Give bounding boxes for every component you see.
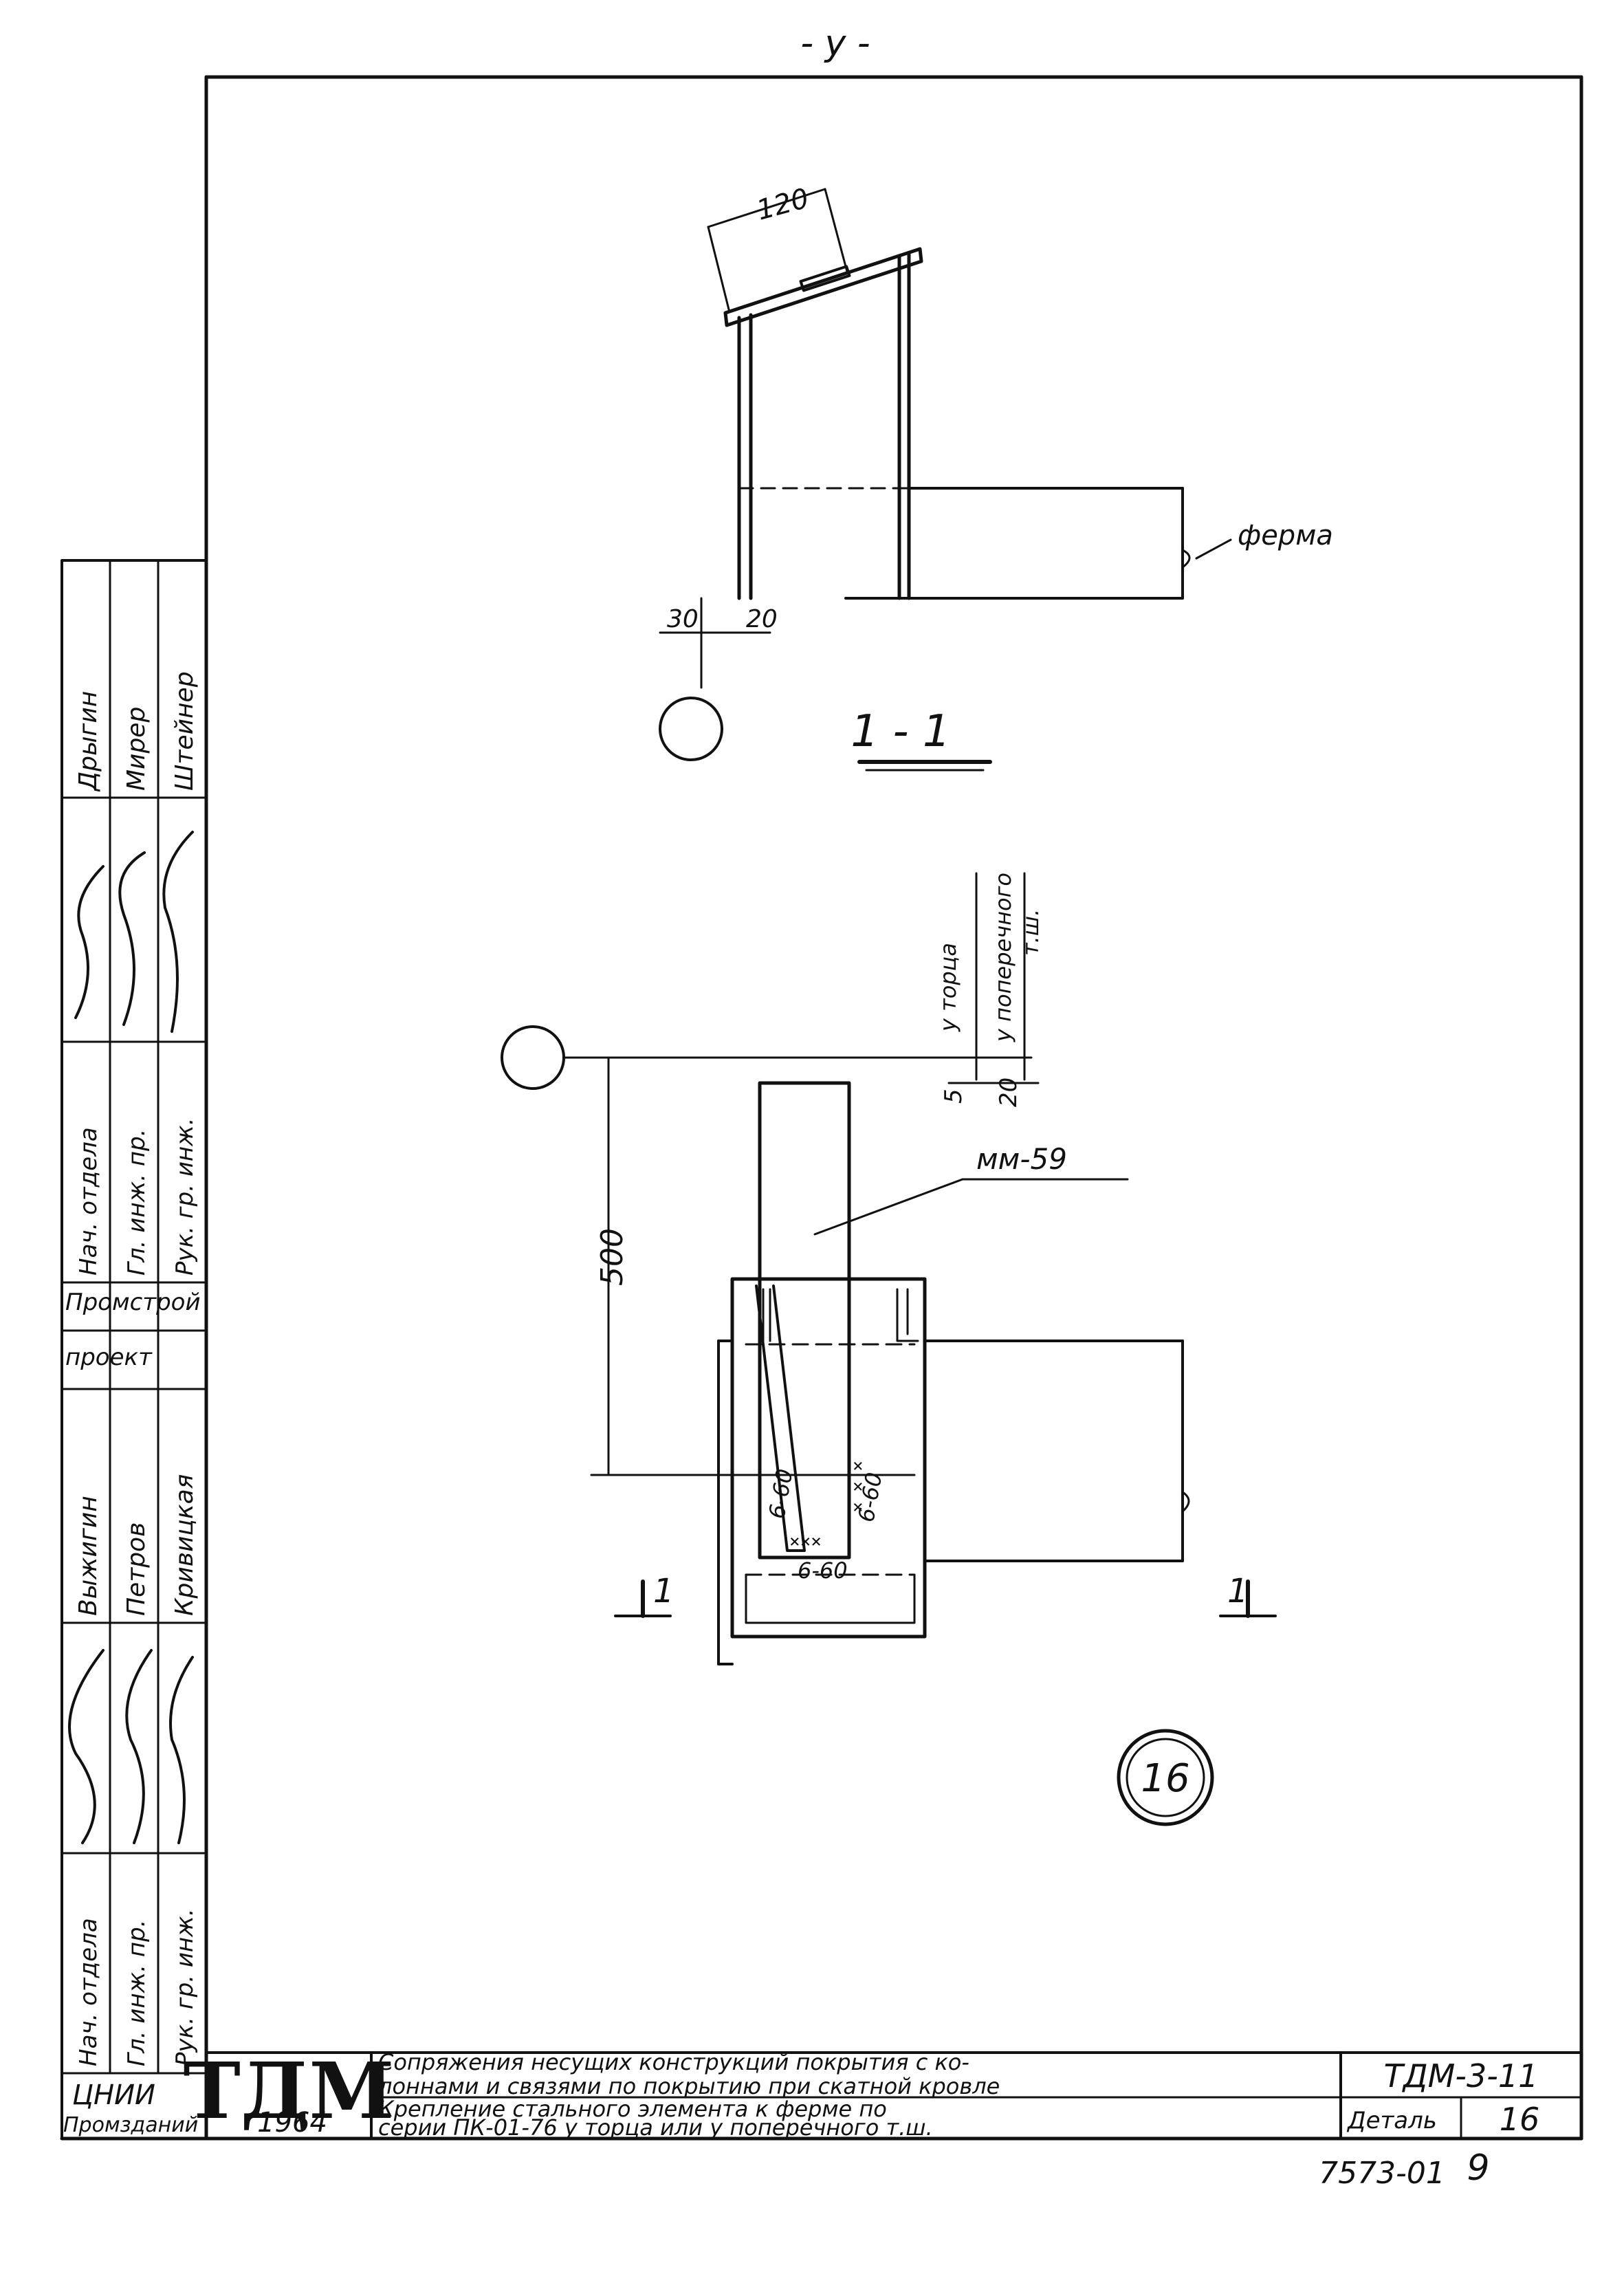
cut-mark-right: 1	[1227, 1572, 1249, 1610]
top-name-3: Штейнер	[171, 671, 199, 791]
cut-mark-left: 1	[653, 1572, 674, 1610]
subtitle-line2: серии ПК-01-76 у торца или у поперечного…	[378, 2114, 933, 2141]
top-name-2: Мирер	[122, 707, 151, 791]
bottom-name-1: Выжигин	[74, 1496, 102, 1616]
institute-1: ЦНИИ	[72, 2079, 155, 2111]
dim-height: 500	[595, 1228, 630, 1286]
dim-right: 20	[746, 605, 778, 633]
org-top: Промстрой	[65, 1289, 201, 1316]
subtitle-line1: Крепление стального элемента к ферме по	[378, 2096, 887, 2122]
top-role-1: Нач. отдела	[75, 1127, 102, 1276]
main-frame	[60, 75, 1583, 2141]
top-role-3: Рук. гр. инж.	[171, 1117, 199, 1276]
logo: ТДМ	[184, 2046, 395, 2136]
year: 1964	[257, 2107, 327, 2139]
detail-badge: 16	[1117, 1729, 1214, 1826]
dim-left: 30	[667, 605, 699, 633]
drawing-code: ТДМ-3-11	[1384, 2057, 1539, 2095]
weld-bottom: 6-60	[798, 1557, 848, 1584]
svg-text:×: ×	[853, 1456, 864, 1476]
top-role-2: Гл. инж. пр.	[123, 1129, 151, 1276]
dim-b: 20	[995, 1078, 1022, 1107]
dim-top: 120	[754, 182, 813, 226]
vertical-label-3: т.ш.	[1018, 909, 1044, 956]
element-label: мм-59	[976, 1142, 1067, 1176]
dim-a: 5	[940, 1089, 967, 1104]
archive-number: 7573-01	[1319, 2156, 1445, 2191]
section-mark: 1 - 1	[851, 706, 992, 772]
org-bottom: проект	[65, 1344, 153, 1371]
svg-text:×××: ×××	[789, 1531, 822, 1552]
bottom-name-3: Кривицкая	[171, 1474, 199, 1616]
title-line1: Сопряжения несущих конструкций покрытия …	[378, 2049, 969, 2075]
detail-label: Деталь	[1346, 2107, 1437, 2134]
bottom-name-2: Петров	[122, 1522, 151, 1616]
vertical-label-2: у поперечного	[990, 873, 1016, 1042]
svg-text:×: ×	[853, 1476, 864, 1497]
plan-view: у торца у поперечного т.ш. 5 20 500 мм-5…	[501, 872, 1277, 1665]
vertical-label-1: у торца	[935, 943, 961, 1032]
title-line2: лоннами и связями по покрытию при скатно…	[377, 2073, 1000, 2099]
top-name-1: Дрыгин	[74, 691, 102, 792]
title-block: ТДМ 1964 Сопряжения несущих конструкций …	[184, 2046, 1583, 2141]
side-stamp: Дрыгин Мирер Штейнер Нач. отдела Гл. инж…	[61, 559, 208, 2140]
bottom-role-1: Нач. отдела	[75, 1918, 102, 2066]
section-upper: 120 ферма 30 20	[659, 182, 1333, 761]
svg-text:×: ×	[853, 1497, 864, 1518]
page-number: 9	[1467, 2147, 1489, 2189]
detail-badge-number: 16	[1141, 1756, 1189, 1801]
bottom-role-2: Гл. инж. пр.	[123, 1920, 151, 2066]
bottom-role-3: Рук. гр. инж.	[171, 1908, 199, 2066]
leader-label-truss: ферма	[1238, 520, 1333, 551]
institute-2: Промзданий	[63, 2113, 198, 2137]
detail-number: 16	[1500, 2101, 1540, 2138]
section-mark-text: 1 - 1	[851, 706, 950, 757]
page-mark: - у -	[800, 23, 870, 64]
